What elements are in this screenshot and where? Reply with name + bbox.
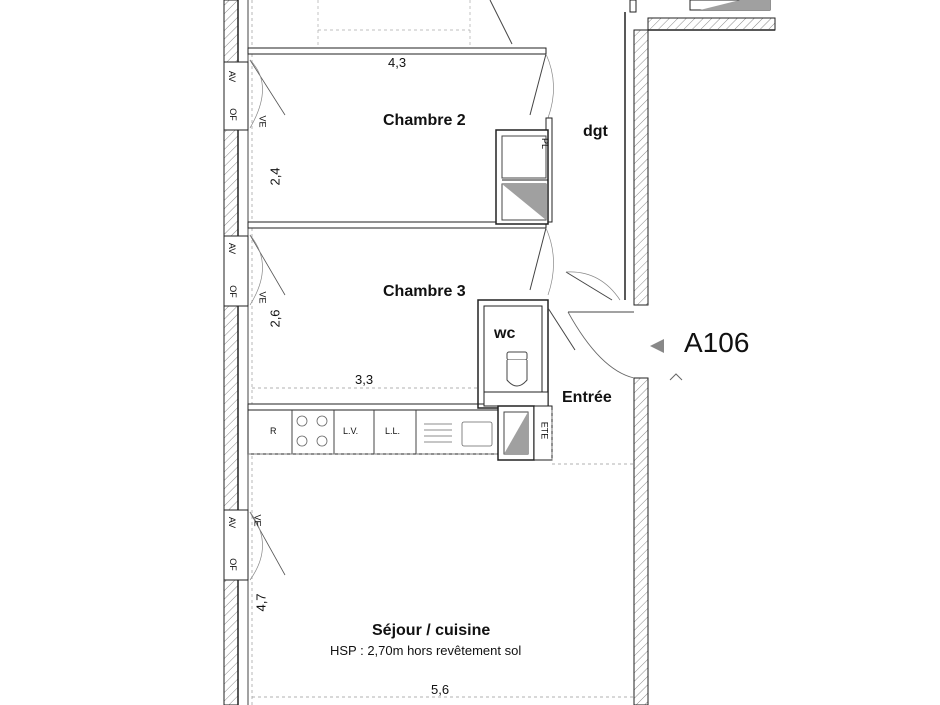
hob-burner-icon xyxy=(296,415,308,427)
sejour-window xyxy=(249,511,634,698)
window-label-av: AV xyxy=(227,516,238,529)
vmc-label: VE xyxy=(252,514,263,527)
fridge-label: R xyxy=(270,426,277,436)
dimension-sejour-depth: 4,7 xyxy=(253,593,269,612)
dimension-chambre-2-depth: 2,4 xyxy=(267,167,283,186)
ceiling-height-note: HSP : 2,70m hors revêtement sol xyxy=(330,643,522,658)
window-frames xyxy=(223,61,249,581)
closet-ete-label: ETE xyxy=(539,421,550,440)
washer-label: L.L. xyxy=(385,426,401,436)
hob-burner-icon xyxy=(296,435,308,447)
dimension-chambre-3-depth: 2,6 xyxy=(267,309,283,328)
chambre-2-walls xyxy=(247,53,554,229)
vmc-label: VE xyxy=(257,291,268,304)
room-label-wc: wc xyxy=(494,325,516,342)
room-label-chambre-2: Chambre 2 xyxy=(383,112,466,129)
dimension-sejour-width: 5,6 xyxy=(431,682,450,697)
dimension-chambre-2-width: 4,3 xyxy=(388,55,407,70)
wc-walls xyxy=(477,299,576,409)
sink-icon xyxy=(461,421,493,447)
vmc-label: VE xyxy=(257,115,268,128)
kitchen-counter xyxy=(247,409,499,455)
room-label-entree: Entrée xyxy=(562,389,612,406)
dishwasher-label: L.V. xyxy=(343,426,359,436)
closet-pl-label: PL xyxy=(540,137,551,150)
partition-top xyxy=(247,0,547,55)
dimension-chambre-3-width: 3,3 xyxy=(355,372,374,387)
entrance-arrow-icon xyxy=(650,339,664,353)
window-label-av: AV xyxy=(227,242,238,255)
window-label-of: OF xyxy=(227,558,238,571)
exterior-wall-right xyxy=(624,0,776,705)
technical-shaft xyxy=(497,405,634,465)
hob-burner-icon xyxy=(316,435,328,447)
entrance-door xyxy=(565,271,683,381)
room-label-chambre-3: Chambre 3 xyxy=(383,283,466,300)
hob-burner-icon xyxy=(316,415,328,427)
window-label-of: OF xyxy=(227,108,238,121)
room-label-sejour: Séjour / cuisine xyxy=(372,622,491,639)
room-label-dgt: dgt xyxy=(583,123,608,140)
apartment-id: A106 xyxy=(684,327,750,358)
window-label-of: OF xyxy=(227,285,238,298)
window-label-av: AV xyxy=(227,70,238,83)
